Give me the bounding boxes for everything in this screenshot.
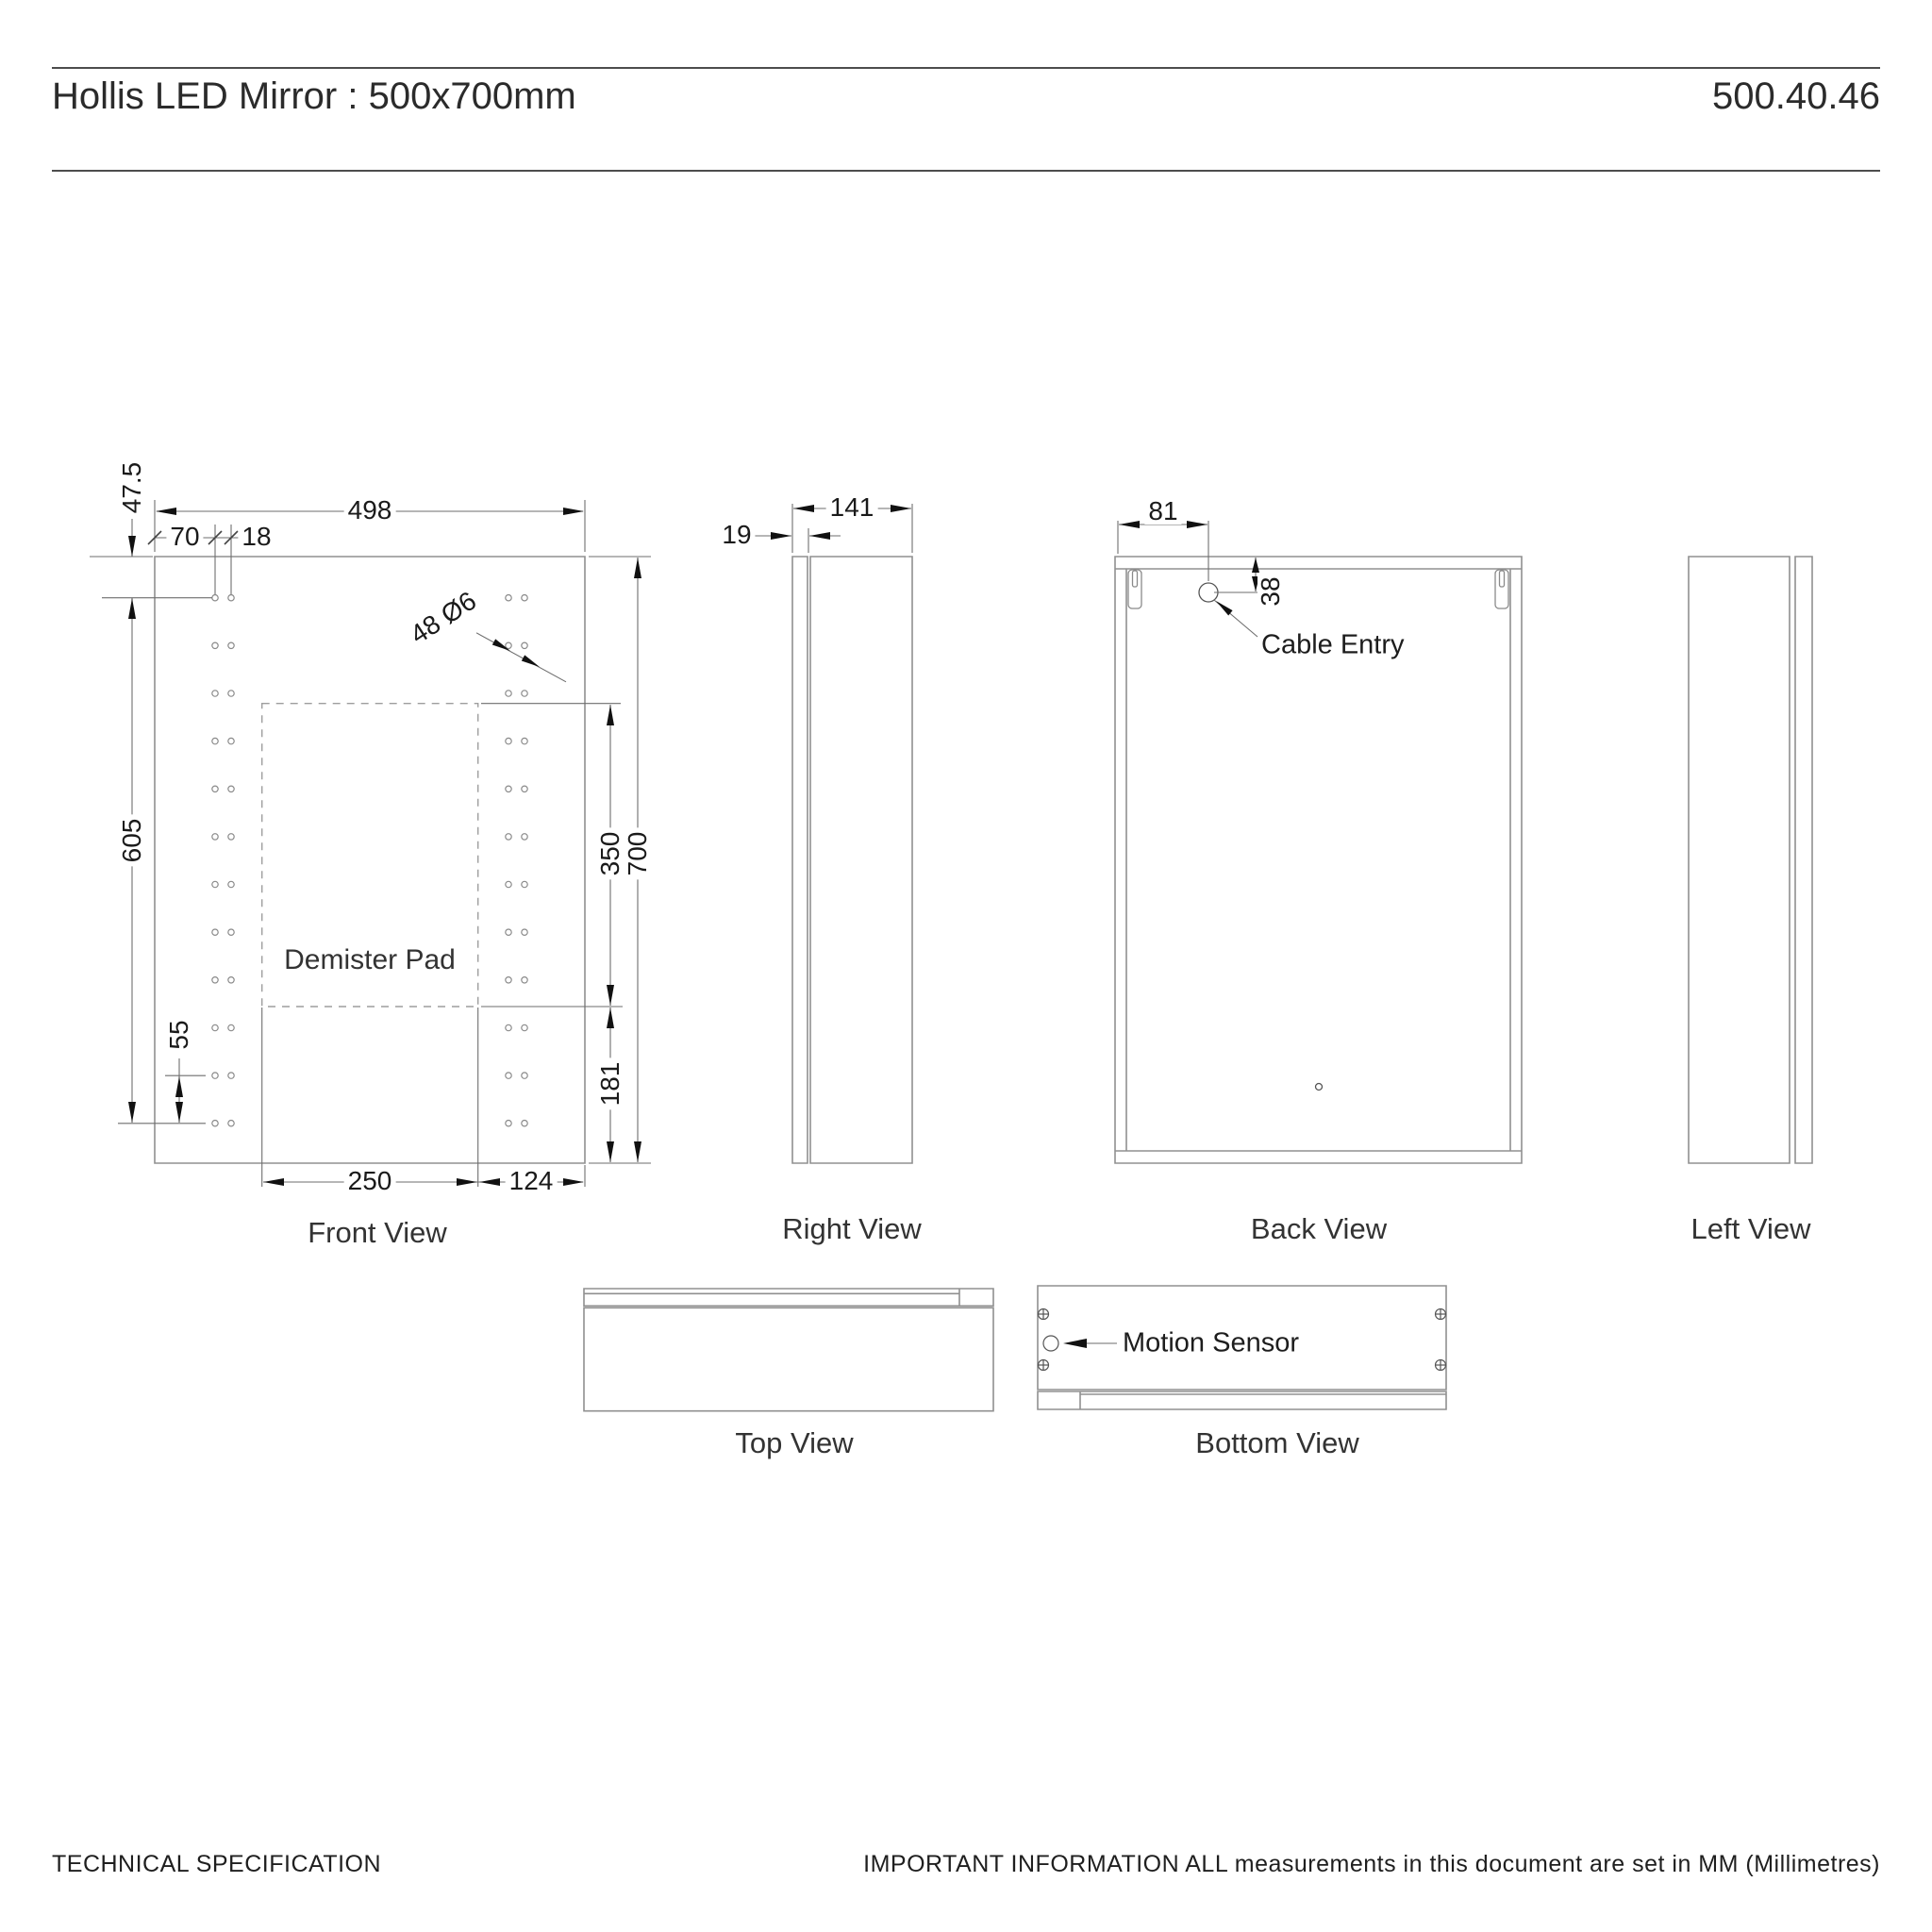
dim-front-width: 498 xyxy=(343,497,396,524)
hole xyxy=(506,1073,511,1078)
dim-glass-thickness: 19 xyxy=(718,522,756,548)
front-dim-lines xyxy=(90,500,651,1187)
demister-pad-outline xyxy=(262,704,478,1007)
footer-left: TECHNICAL SPECIFICATION xyxy=(52,1851,382,1877)
left-view-outline xyxy=(1689,557,1812,1163)
hole xyxy=(522,738,527,743)
header-rule-top xyxy=(52,67,1880,69)
back-view-label: Back View xyxy=(1250,1212,1388,1245)
hole xyxy=(506,738,511,743)
hole xyxy=(522,786,527,791)
hole xyxy=(522,595,527,601)
hole xyxy=(228,1121,234,1126)
hole xyxy=(212,977,218,983)
hole xyxy=(228,786,234,791)
hole xyxy=(212,786,218,791)
front-view-label: Front View xyxy=(308,1216,447,1249)
hole xyxy=(506,1121,511,1126)
hole xyxy=(522,977,527,983)
dim-tick-marks xyxy=(148,531,238,544)
motion-sensor-hole xyxy=(1043,1336,1058,1351)
hole xyxy=(228,1024,234,1030)
hole xyxy=(212,642,218,648)
dim-top-hole-offset: 47.5 xyxy=(117,458,146,518)
hole xyxy=(212,1073,218,1078)
dim-hole-span: 605 xyxy=(117,814,146,867)
hole xyxy=(212,1121,218,1126)
hole xyxy=(522,1073,527,1078)
bottom-view-screws xyxy=(1039,1309,1446,1371)
hole xyxy=(506,929,511,935)
back-dim-lines xyxy=(1118,521,1262,637)
cable-entry-label: Cable Entry xyxy=(1261,629,1405,660)
hole xyxy=(522,1024,527,1030)
dim-front-height: 700 xyxy=(623,827,652,880)
header-rule-bottom xyxy=(52,170,1880,172)
hole xyxy=(228,881,234,887)
hole xyxy=(212,1024,218,1030)
dim-pad-bottom-offset: 181 xyxy=(595,1058,625,1110)
left-view-label: Left View xyxy=(1690,1212,1811,1245)
front-view-outline xyxy=(155,557,585,1163)
dim-pad-side-offset: 124 xyxy=(505,1168,558,1194)
demister-pad-label: Demister Pad xyxy=(284,944,456,975)
hole xyxy=(506,834,511,840)
hole xyxy=(228,834,234,840)
hole xyxy=(522,929,527,935)
right-view-outline xyxy=(792,557,912,1163)
hole xyxy=(228,1073,234,1078)
hole xyxy=(212,595,218,601)
hole xyxy=(228,738,234,743)
hole xyxy=(506,881,511,887)
hole xyxy=(506,691,511,696)
hole xyxy=(212,691,218,696)
footer-right: IMPORTANT INFORMATION ALL measurements i… xyxy=(863,1851,1880,1877)
hole xyxy=(228,595,234,601)
motion-sensor-label: Motion Sensor xyxy=(1123,1327,1299,1358)
product-code: 500.40.46 xyxy=(1712,75,1880,117)
dim-hole-col-gap: 18 xyxy=(238,524,275,550)
hole xyxy=(522,1121,527,1126)
hole xyxy=(212,738,218,743)
dim-pad-height: 350 xyxy=(595,827,625,880)
hole xyxy=(506,1024,511,1030)
mounting-holes xyxy=(212,595,527,1126)
dim-hole-row-gap: 55 xyxy=(164,1016,193,1054)
hole xyxy=(212,929,218,935)
keyhole-brackets xyxy=(1128,570,1508,608)
bottom-view-outline xyxy=(1038,1286,1446,1409)
hole xyxy=(506,786,511,791)
hole xyxy=(506,595,511,601)
hole xyxy=(522,691,527,696)
dim-cable-from-left: 81 xyxy=(1144,498,1182,525)
top-view-outline xyxy=(584,1289,993,1411)
dim-depth: 141 xyxy=(825,494,878,521)
dim-pad-width: 250 xyxy=(343,1168,396,1194)
dim-hole-col-offset: 70 xyxy=(166,524,204,550)
dimension-arrows xyxy=(128,505,1259,1348)
hole xyxy=(212,881,218,887)
right-view-label: Right View xyxy=(782,1212,922,1245)
hole xyxy=(506,642,511,648)
top-view-label: Top View xyxy=(735,1426,854,1459)
hole xyxy=(522,642,527,648)
hole xyxy=(522,834,527,840)
dim-cable-from-top: 38 xyxy=(1256,573,1285,610)
hole xyxy=(522,881,527,887)
hole xyxy=(228,929,234,935)
hole xyxy=(228,691,234,696)
hole xyxy=(228,642,234,648)
hole xyxy=(228,977,234,983)
hole xyxy=(506,977,511,983)
back-view-outline xyxy=(1115,557,1522,1163)
hole xyxy=(212,834,218,840)
bottom-view-label: Bottom View xyxy=(1195,1426,1359,1459)
page-title: Hollis LED Mirror : 500x700mm xyxy=(52,75,576,117)
